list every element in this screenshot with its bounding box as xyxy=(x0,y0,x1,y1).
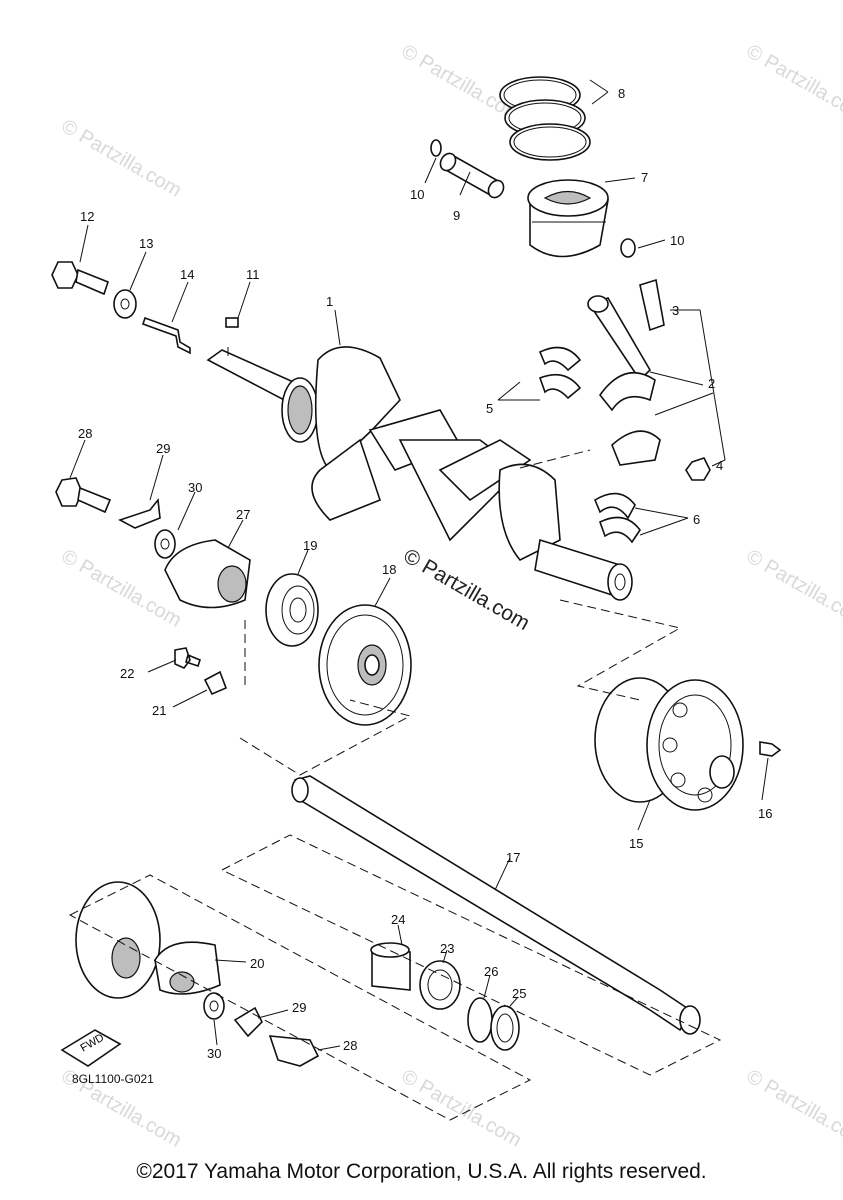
balancer-gear xyxy=(318,604,412,726)
needle-bearing xyxy=(419,960,461,1010)
crankshaft xyxy=(206,346,633,601)
callout-8: 8 xyxy=(618,86,625,101)
callout-20: 20 xyxy=(250,956,264,971)
shim-plate xyxy=(141,316,191,355)
screw xyxy=(174,647,201,669)
leader-lines xyxy=(69,79,769,1051)
callout-29: 29 xyxy=(156,441,170,456)
callout-12: 12 xyxy=(80,209,94,224)
ball-bearing xyxy=(265,573,319,647)
callout-30: 30 xyxy=(207,1046,221,1061)
bolt xyxy=(55,477,112,514)
callout-7: 7 xyxy=(641,170,648,185)
watermark-text: © Partzilla.com xyxy=(743,40,843,126)
lock-plate xyxy=(233,1006,263,1038)
callout-16: 16 xyxy=(758,806,772,821)
watermark-text: © Partzilla.com xyxy=(743,545,843,631)
circlip xyxy=(467,997,493,1043)
big-end-bearing xyxy=(538,346,582,400)
shaft xyxy=(291,775,701,1035)
bolt xyxy=(268,1035,320,1067)
exploded-view-diagram: © Partzilla.com © Partzilla.com © Partzi… xyxy=(51,40,843,1150)
center-watermark: © Partzilla.com xyxy=(400,544,534,635)
callout-4: 4 xyxy=(716,458,723,473)
callout-28: 28 xyxy=(78,426,92,441)
callout-6: 6 xyxy=(693,512,700,527)
callout-5: 5 xyxy=(486,401,493,416)
diagram-code: 8GL1100-G021 xyxy=(72,1072,154,1086)
sleeve xyxy=(370,942,411,991)
callout-3: 3 xyxy=(672,303,679,318)
callout-22: 22 xyxy=(120,666,134,681)
callout-10: 10 xyxy=(670,233,684,248)
piston-pin xyxy=(439,152,505,199)
callout-28: 28 xyxy=(343,1038,357,1053)
assembly-guides xyxy=(68,347,722,1121)
callout-17: 17 xyxy=(506,850,520,865)
callout-10: 10 xyxy=(410,187,424,202)
callout-18: 18 xyxy=(382,562,396,577)
callout-2: 2 xyxy=(708,376,715,391)
callout-24: 24 xyxy=(391,912,405,927)
callout-1: 1 xyxy=(326,294,333,309)
callout-11: 11 xyxy=(246,267,260,282)
main-bearing xyxy=(593,492,641,544)
watermark-text: © Partzilla.com xyxy=(58,115,186,201)
lower-gear xyxy=(75,881,161,999)
copyright-footer: ©2017 Yamaha Motor Corporation, U.S.A. A… xyxy=(136,1160,707,1183)
washer xyxy=(113,289,137,319)
callout-19: 19 xyxy=(303,538,317,553)
callout-labels: 1 2 3 4 5 6 7 8 9 10 10 11 12 13 14 15 1… xyxy=(78,86,772,1061)
callout-15: 15 xyxy=(629,836,643,851)
crank-bolt xyxy=(51,261,109,296)
callout-26: 26 xyxy=(484,964,498,979)
bolt xyxy=(759,741,782,757)
callout-27: 27 xyxy=(236,507,250,522)
lock-washer xyxy=(203,670,228,696)
piston xyxy=(527,179,609,258)
collar xyxy=(154,941,221,995)
piston-pin-clip xyxy=(620,238,636,258)
piston-rings xyxy=(499,76,591,161)
woodruff-key xyxy=(225,317,239,328)
piston-pin-clip xyxy=(430,139,442,157)
forward-arrow-icon: FWD xyxy=(60,1029,122,1067)
callout-30: 30 xyxy=(188,480,202,495)
callout-13: 13 xyxy=(139,236,153,251)
callout-9: 9 xyxy=(453,208,460,223)
watermark-text: © Partzilla.com xyxy=(398,1065,526,1150)
callout-29: 29 xyxy=(292,1000,306,1015)
callout-14: 14 xyxy=(180,267,194,282)
thrust-washer xyxy=(490,1005,520,1051)
starter-clutch-assembly xyxy=(594,677,744,811)
callout-21: 21 xyxy=(152,703,166,718)
connecting-rod xyxy=(587,278,711,481)
callout-25: 25 xyxy=(512,986,526,1001)
counter-weight xyxy=(164,539,251,609)
washer xyxy=(154,529,176,559)
lock-plate xyxy=(117,497,161,529)
callout-23: 23 xyxy=(440,941,454,956)
watermark-text: © Partzilla.com xyxy=(743,1065,843,1150)
washer xyxy=(203,992,225,1020)
